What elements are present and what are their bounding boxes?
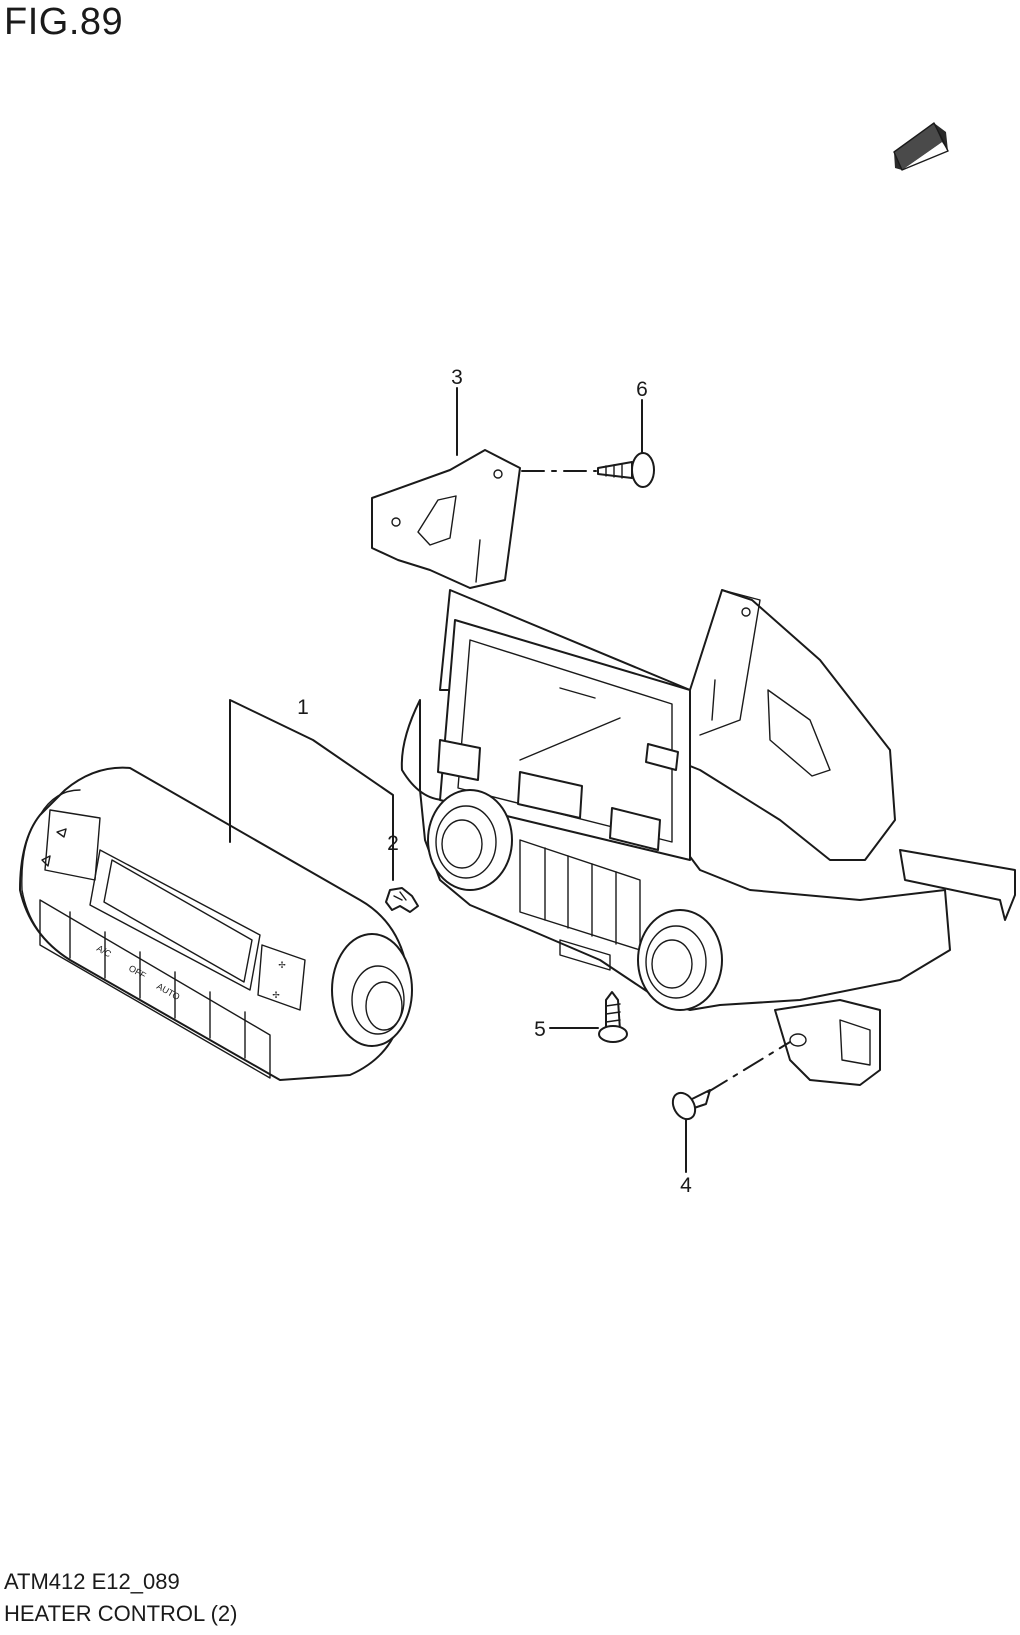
part-5-screw (598, 991, 628, 1043)
part-1-heater-control-unit: ✢ ✢ A/C OFF AUTO (19, 766, 413, 1081)
figure-title: FIG.89 (4, 1, 124, 43)
leader-lines (229, 387, 791, 1173)
callout-3: 3 (451, 366, 463, 389)
callout-1: 1 (297, 696, 309, 719)
callout-4: 4 (680, 1174, 692, 1197)
figure-name: HEATER CONTROL (2) (4, 1601, 238, 1626)
front-arrow-icon (893, 122, 949, 171)
callout-6: 6 (636, 378, 648, 401)
figure-code: ATM412 E12_089 (4, 1569, 180, 1594)
svg-text:✢: ✢ (278, 960, 286, 970)
part-2-clip (385, 887, 419, 913)
svg-text:✢: ✢ (272, 990, 280, 1000)
callout-5: 5 (534, 1018, 546, 1041)
part-4-screw (671, 1089, 711, 1121)
callout-2: 2 (387, 832, 399, 855)
part-3-heater-control-bezel (371, 449, 1016, 1086)
part-6-screw (597, 452, 655, 488)
